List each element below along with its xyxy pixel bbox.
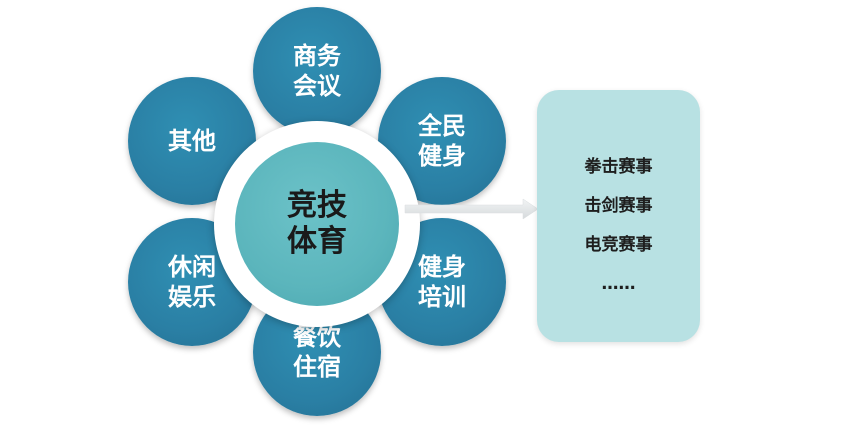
petal-label: 休闲娱乐 [168, 253, 216, 311]
event-list-item: 电竞赛事 [584, 235, 653, 255]
petal-label: 全民健身 [418, 112, 466, 170]
center-label: 竞技体育 [287, 188, 347, 259]
petal-label: 餐饮住宿 [293, 323, 341, 381]
event-list-item: 击剑赛事 [584, 196, 653, 216]
center-node: 竞技体育 [235, 142, 399, 306]
event-list: 拳击赛事 击剑赛事 电竞赛事 …… [537, 148, 700, 304]
petal-label: 健身培训 [418, 253, 466, 311]
right-arrow-icon [404, 198, 539, 220]
petal-fitness-training: 健身培训 [378, 218, 506, 346]
petal-business-meeting: 商务会议 [253, 7, 381, 135]
petal-label: 商务会议 [293, 42, 341, 100]
event-list-item: 拳击赛事 [584, 157, 653, 177]
petal-label: 其他 [168, 127, 216, 155]
event-list-item: …… [601, 274, 636, 294]
event-list-panel: 拳击赛事 击剑赛事 电竞赛事 …… [537, 90, 700, 342]
